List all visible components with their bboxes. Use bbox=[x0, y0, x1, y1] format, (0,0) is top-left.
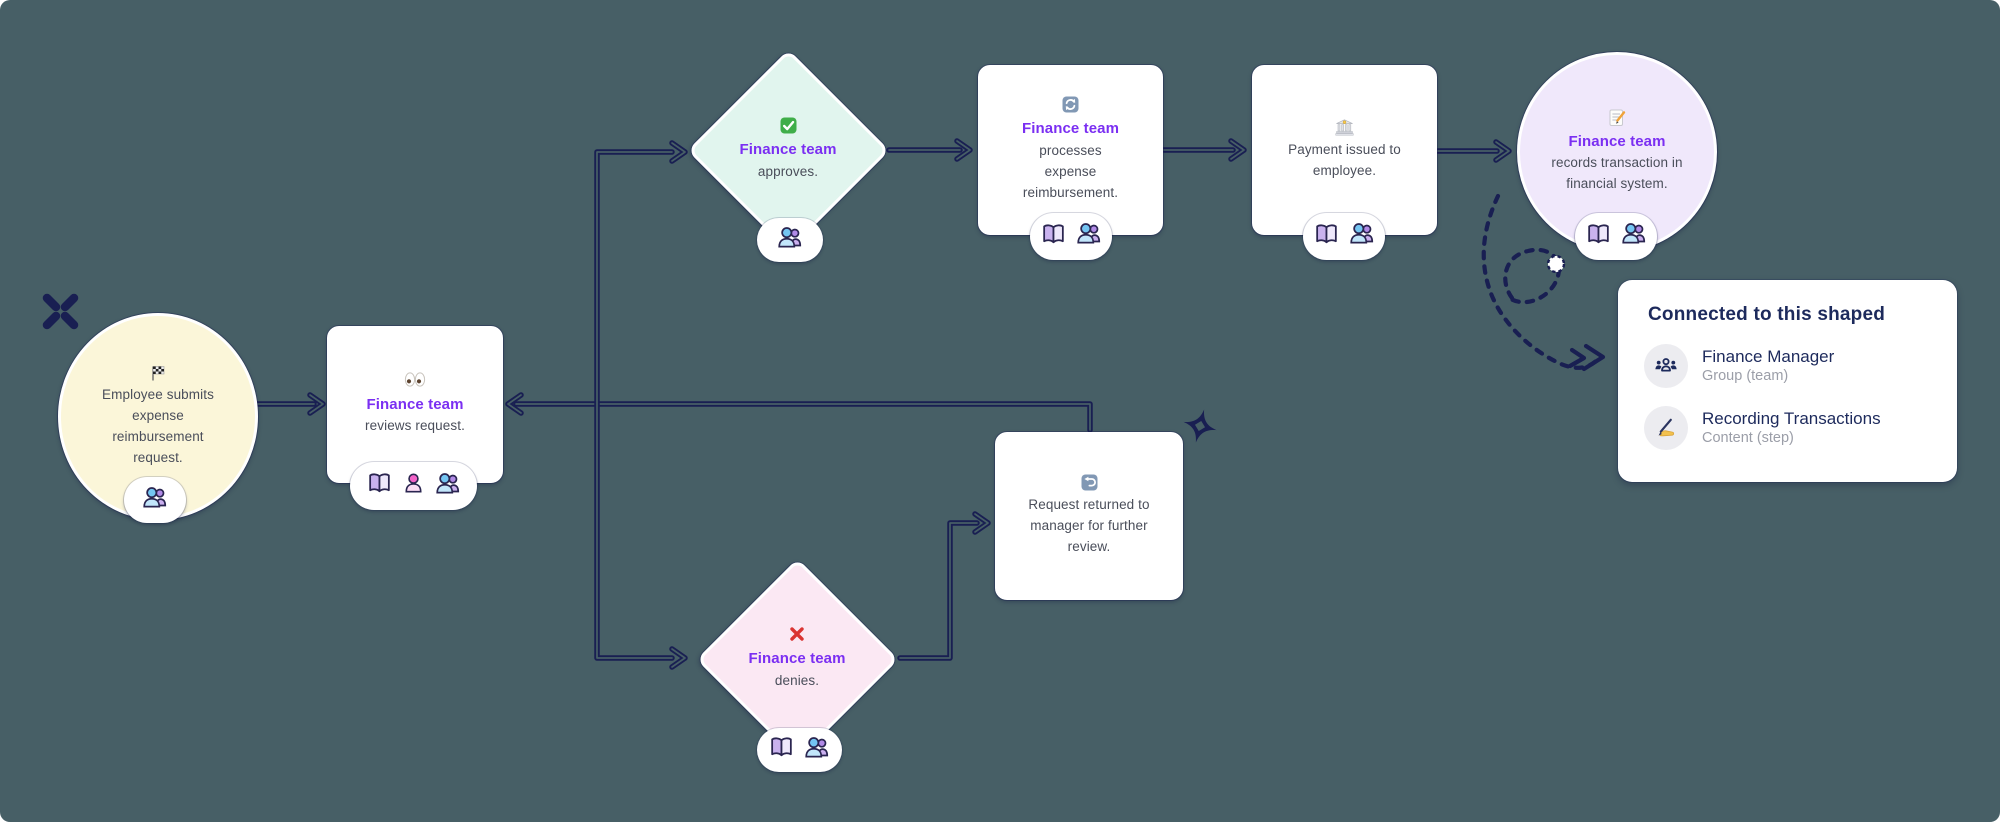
node-text: Request returned to manager for further … bbox=[1028, 497, 1150, 554]
connector-processes-to-payment[interactable] bbox=[1160, 138, 1247, 162]
people-icon bbox=[803, 734, 831, 767]
people-icon bbox=[1075, 220, 1103, 253]
node-processes[interactable]: Finance team processes expense reimburse… bbox=[978, 65, 1163, 235]
connector-returned-to-reviews[interactable] bbox=[505, 392, 1093, 433]
people-icon bbox=[1620, 220, 1648, 253]
node-text: Payment issued to employee. bbox=[1288, 141, 1401, 178]
team-label: Finance team bbox=[748, 650, 846, 668]
bank-icon bbox=[1335, 118, 1354, 138]
eyes-icon bbox=[404, 372, 426, 391]
badge-pill-payment[interactable] bbox=[1303, 213, 1385, 260]
book-icon bbox=[1585, 221, 1612, 253]
x-sparkle-icon bbox=[42, 293, 79, 330]
team-label: Finance team bbox=[1021, 120, 1120, 138]
connector-denies-to-returned[interactable] bbox=[897, 511, 991, 661]
person-icon bbox=[401, 471, 426, 501]
node-denies[interactable]: Finance team denies. bbox=[695, 557, 899, 761]
panel-title: Connected to this shaped bbox=[1648, 304, 1886, 325]
connector-approves-to-processes[interactable] bbox=[886, 138, 973, 162]
node-text: Finance team approves. bbox=[739, 138, 836, 182]
badge-pill-employee[interactable] bbox=[124, 477, 186, 523]
node-caption: records transaction in financial system. bbox=[1551, 155, 1683, 192]
node-text: Finance team reviews request. bbox=[365, 393, 465, 437]
node-caption: processes expense reimbursement. bbox=[1022, 142, 1119, 200]
book-icon bbox=[1313, 221, 1340, 253]
node-caption: approves. bbox=[757, 163, 819, 179]
groups-icon bbox=[1644, 344, 1688, 388]
checkered-flag-icon bbox=[149, 364, 167, 383]
red-cross-icon bbox=[789, 626, 805, 645]
loop-start-dot bbox=[1546, 254, 1566, 274]
connector-reviews-branch[interactable] bbox=[594, 140, 688, 670]
panel-item-recording-transactions[interactable]: Recording Transactions Content (step) bbox=[1644, 406, 1931, 450]
people-icon bbox=[141, 484, 169, 517]
node-payment[interactable]: Payment issued to employee. bbox=[1252, 65, 1437, 235]
dashed-loop-arrow bbox=[1481, 193, 1606, 372]
panel-item-title: Recording Transactions bbox=[1702, 408, 1881, 428]
connector-submit-to-reviews[interactable] bbox=[254, 392, 326, 416]
badge-pill-approves[interactable] bbox=[757, 218, 823, 262]
people-icon bbox=[1348, 220, 1376, 253]
badge-pill-records[interactable] bbox=[1575, 213, 1657, 260]
book-icon bbox=[768, 734, 795, 766]
book-icon bbox=[1040, 221, 1067, 253]
badge-pill-reviews[interactable] bbox=[350, 462, 477, 510]
node-records[interactable]: Finance team records transaction in fina… bbox=[1517, 52, 1717, 252]
refresh-icon bbox=[1062, 96, 1079, 115]
return-arrow-icon bbox=[1081, 474, 1098, 493]
people-icon bbox=[776, 224, 804, 257]
people-icon bbox=[434, 470, 462, 503]
team-label: Finance team bbox=[1568, 132, 1666, 150]
writing-hand-icon bbox=[1644, 406, 1688, 450]
book-icon bbox=[366, 470, 393, 502]
panel-item-subtitle: Group (team) bbox=[1702, 368, 1789, 385]
node-reviews[interactable]: Finance team reviews request. bbox=[327, 326, 503, 483]
team-label: Finance team bbox=[739, 141, 837, 159]
node-caption: denies. bbox=[774, 672, 820, 688]
badge-pill-denies[interactable] bbox=[757, 728, 842, 772]
node-returned[interactable]: Request returned to manager for further … bbox=[995, 432, 1183, 600]
team-label: Finance team bbox=[366, 395, 464, 413]
connected-panel: Connected to this shaped Finance Manager… bbox=[1618, 280, 1957, 482]
panel-item-subtitle: Content (step) bbox=[1702, 430, 1794, 447]
badge-pill-processes[interactable] bbox=[1030, 213, 1112, 260]
star-sparkle-icon bbox=[1183, 409, 1217, 443]
connector-payment-to-records[interactable] bbox=[1434, 139, 1512, 163]
node-text: Finance team denies. bbox=[748, 647, 845, 691]
node-caption: reviews request. bbox=[365, 418, 465, 434]
node-approves[interactable]: Finance team approves. bbox=[686, 48, 890, 252]
node-text: Finance team records transaction in fina… bbox=[1546, 130, 1688, 195]
memo-icon bbox=[1609, 109, 1626, 128]
node-text: Employee submits expense reimbursement r… bbox=[102, 387, 214, 465]
panel-item-title: Finance Manager bbox=[1702, 346, 1835, 366]
check-icon bbox=[780, 117, 797, 136]
node-text: Finance team processes expense reimburse… bbox=[1015, 117, 1127, 203]
panel-item-finance-manager[interactable]: Finance Manager Group (team) bbox=[1644, 344, 1931, 388]
